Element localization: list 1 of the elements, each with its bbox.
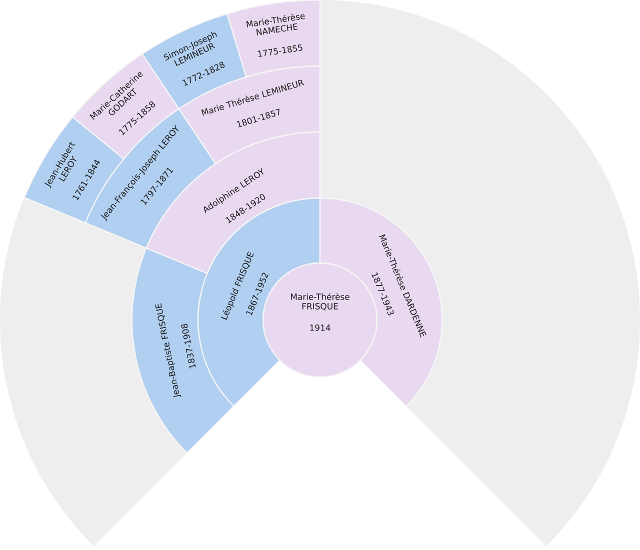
fan-segment: Marie-Thérèse NAMECHE 1775-1855	[226, 0, 321, 78]
